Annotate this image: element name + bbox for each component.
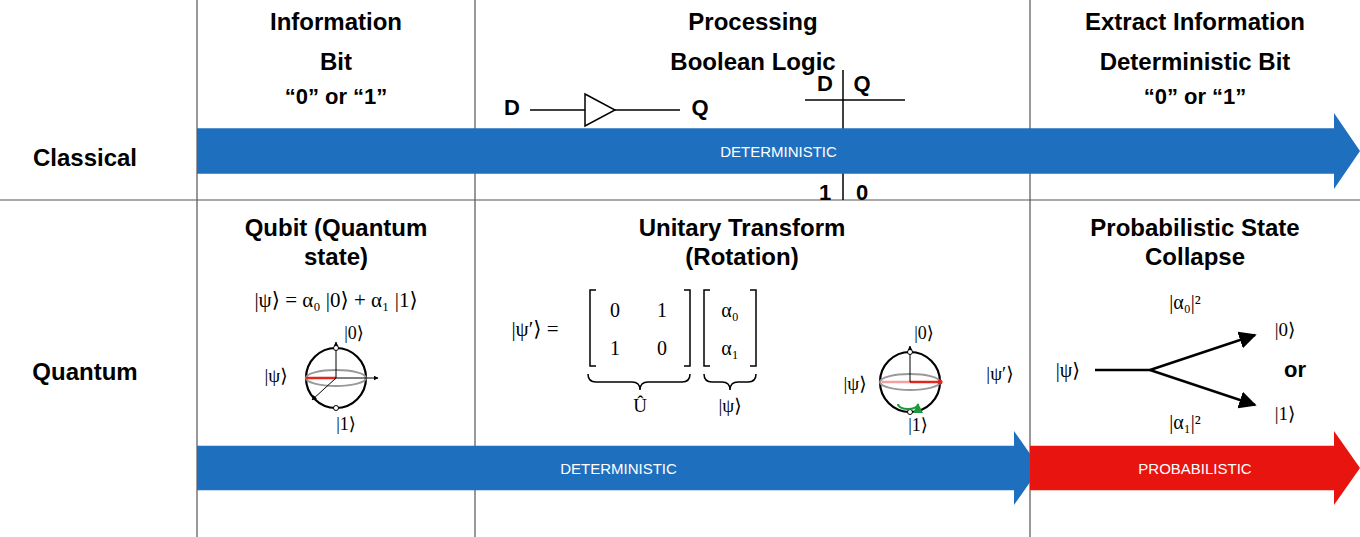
- text-label: Bit: [320, 48, 352, 77]
- row-header: Quantum: [32, 358, 137, 387]
- text-label: Q: [691, 95, 708, 121]
- math-label: |1⟩: [1275, 403, 1296, 426]
- math-label: 1: [657, 298, 667, 322]
- text-label: Unitary Transform (Rotation): [582, 214, 902, 272]
- math-label: |ψ⟩: [843, 373, 866, 396]
- math-label: |1⟩: [336, 414, 356, 436]
- column-header: Extract Information: [1085, 8, 1305, 37]
- text-label: Boolean Logic: [670, 48, 835, 77]
- math-label: |0⟩: [344, 323, 364, 345]
- text-label: Deterministic Bit: [1100, 48, 1291, 77]
- text-label: Q: [853, 71, 870, 97]
- arrow-label: DETERMINISTIC: [560, 460, 677, 477]
- text-label: D: [817, 71, 833, 97]
- math-label: |ψ⟩: [718, 395, 741, 418]
- column-header: Processing: [688, 8, 817, 37]
- text-label: Qubit (Quantum state): [211, 214, 461, 272]
- math-label: 0: [610, 298, 620, 322]
- math-label: |ψ′⟩ =: [511, 317, 558, 342]
- math-label: Û: [633, 395, 647, 418]
- text-label: “0” or “1”: [1144, 84, 1247, 110]
- text-label: Probabilistic State Collapse: [1080, 214, 1310, 272]
- text-label: 1: [819, 180, 831, 206]
- arrow-band: DETERMINISTIC: [197, 113, 1360, 189]
- arrow-band: PROBABILISTIC: [1030, 431, 1360, 505]
- math-label: |ψ⟩: [1056, 358, 1080, 382]
- text-label: D: [504, 95, 520, 121]
- math-label: |α₀|²: [1169, 290, 1200, 314]
- text-label: or: [1284, 357, 1306, 383]
- arrow-label: DETERMINISTIC: [720, 143, 837, 160]
- column-header: Information: [270, 8, 402, 37]
- arrow-text-box: PROBABILISTIC: [1030, 431, 1360, 505]
- math-label: |ψ′⟩: [986, 363, 1013, 386]
- arrow-label: PROBABILISTIC: [1138, 460, 1251, 477]
- math-label: |ψ⟩: [264, 365, 287, 388]
- math-label: |α₁|²: [1169, 410, 1200, 434]
- math-label: |0⟩: [914, 323, 934, 345]
- math-label: |ψ⟩ = α₀ |0⟩ + α₁ |1⟩: [254, 288, 417, 313]
- text-label: “0” or “1”: [285, 84, 388, 110]
- math-label: 1: [610, 336, 620, 360]
- text-label: 0: [856, 180, 868, 206]
- math-label: |0⟩: [1275, 319, 1296, 342]
- arrow-text-box: DETERMINISTIC: [197, 113, 1360, 189]
- math-label: α₀: [721, 298, 738, 322]
- math-label: |1⟩: [908, 415, 928, 437]
- math-label: 0: [657, 336, 667, 360]
- arrow-text-box: DETERMINISTIC: [197, 431, 1040, 505]
- arrow-band: DETERMINISTIC: [197, 431, 1040, 505]
- math-label: α₁: [721, 336, 738, 360]
- row-header: Classical: [33, 144, 137, 173]
